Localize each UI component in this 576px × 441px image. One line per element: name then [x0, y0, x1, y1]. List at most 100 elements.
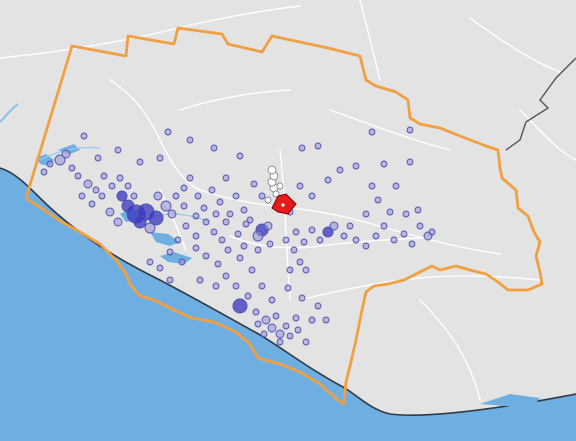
- point-location[interactable]: [276, 338, 284, 346]
- point-location[interactable]: [80, 132, 88, 140]
- point-location[interactable]: [202, 218, 210, 226]
- point-locations-layer[interactable]: [40, 126, 436, 346]
- point-location[interactable]: [196, 276, 204, 284]
- point-location[interactable]: [88, 200, 96, 208]
- point-location[interactable]: [167, 209, 177, 219]
- point-location[interactable]: [258, 192, 266, 200]
- point-location[interactable]: [214, 260, 222, 268]
- point-location[interactable]: [46, 160, 54, 168]
- point-location[interactable]: [114, 146, 122, 154]
- point-location[interactable]: [372, 232, 380, 240]
- point-location[interactable]: [166, 248, 174, 256]
- point-location[interactable]: [210, 144, 218, 152]
- point-location[interactable]: [267, 165, 277, 175]
- point-location[interactable]: [298, 294, 306, 302]
- point-location[interactable]: [282, 236, 290, 244]
- point-location[interactable]: [263, 221, 273, 231]
- point-location[interactable]: [78, 192, 86, 200]
- point-location[interactable]: [210, 228, 218, 236]
- point-location[interactable]: [212, 282, 220, 290]
- point-location[interactable]: [236, 152, 244, 160]
- point-location[interactable]: [400, 230, 408, 238]
- point-location[interactable]: [308, 226, 316, 234]
- point-location[interactable]: [267, 323, 277, 333]
- point-location[interactable]: [166, 276, 174, 284]
- point-location[interactable]: [302, 266, 310, 274]
- point-location[interactable]: [180, 202, 188, 210]
- point-location[interactable]: [392, 182, 400, 190]
- point-location[interactable]: [268, 296, 276, 304]
- point-location[interactable]: [362, 242, 370, 250]
- point-location[interactable]: [390, 236, 398, 244]
- point-location[interactable]: [322, 226, 334, 238]
- point-location[interactable]: [346, 222, 354, 230]
- point-location[interactable]: [192, 212, 200, 220]
- point-location[interactable]: [113, 217, 123, 227]
- point-location[interactable]: [208, 186, 216, 194]
- point-location[interactable]: [362, 210, 370, 218]
- point-location[interactable]: [108, 182, 116, 190]
- point-location[interactable]: [322, 316, 330, 324]
- point-location[interactable]: [212, 210, 220, 218]
- point-location[interactable]: [244, 292, 252, 300]
- point-location[interactable]: [258, 282, 266, 290]
- point-location[interactable]: [266, 240, 274, 248]
- point-location[interactable]: [324, 176, 332, 184]
- point-location[interactable]: [252, 308, 260, 316]
- point-location[interactable]: [156, 154, 164, 162]
- point-location[interactable]: [226, 210, 234, 218]
- point-location[interactable]: [352, 162, 360, 170]
- point-location[interactable]: [329, 221, 339, 231]
- study-area-boundary[interactable]: [24, 26, 544, 406]
- point-location[interactable]: [282, 322, 290, 330]
- point-location[interactable]: [100, 172, 108, 180]
- point-location[interactable]: [254, 320, 262, 328]
- point-location[interactable]: [284, 284, 292, 292]
- point-location[interactable]: [428, 228, 436, 236]
- point-location[interactable]: [216, 198, 224, 206]
- point-location[interactable]: [240, 242, 248, 250]
- point-location[interactable]: [406, 158, 414, 166]
- point-location[interactable]: [83, 179, 93, 189]
- point-location[interactable]: [242, 220, 250, 228]
- point-location[interactable]: [54, 154, 66, 166]
- point-location[interactable]: [374, 196, 382, 204]
- point-location[interactable]: [186, 174, 194, 182]
- point-location[interactable]: [240, 206, 248, 214]
- point-location[interactable]: [302, 338, 310, 346]
- point-location[interactable]: [252, 230, 264, 242]
- point-location[interactable]: [160, 200, 172, 212]
- point-location[interactable]: [294, 326, 302, 334]
- point-location[interactable]: [292, 228, 300, 236]
- point-location[interactable]: [146, 258, 154, 266]
- point-location[interactable]: [178, 258, 186, 266]
- point-location[interactable]: [414, 206, 422, 214]
- point-location[interactable]: [408, 240, 416, 248]
- point-location[interactable]: [316, 236, 324, 244]
- point-location[interactable]: [286, 332, 294, 340]
- point-location[interactable]: [236, 254, 244, 262]
- point-location[interactable]: [298, 144, 306, 152]
- point-location[interactable]: [116, 190, 128, 202]
- point-location[interactable]: [186, 136, 194, 144]
- point-location[interactable]: [380, 160, 388, 168]
- point-location[interactable]: [416, 222, 424, 230]
- point-location[interactable]: [272, 190, 280, 198]
- point-location[interactable]: [232, 192, 240, 200]
- point-location[interactable]: [68, 164, 76, 172]
- point-location[interactable]: [124, 182, 132, 190]
- point-location[interactable]: [386, 208, 394, 216]
- point-location[interactable]: [61, 149, 71, 159]
- point-location[interactable]: [218, 236, 226, 244]
- point-location[interactable]: [276, 182, 284, 190]
- point-location[interactable]: [272, 312, 280, 320]
- point-location[interactable]: [368, 182, 376, 190]
- point-location[interactable]: [406, 126, 414, 134]
- point-location[interactable]: [164, 128, 172, 136]
- point-location[interactable]: [380, 222, 388, 230]
- point-location[interactable]: [340, 232, 348, 240]
- point-location[interactable]: [148, 210, 164, 226]
- point-location[interactable]: [254, 246, 262, 254]
- point-location[interactable]: [292, 314, 300, 322]
